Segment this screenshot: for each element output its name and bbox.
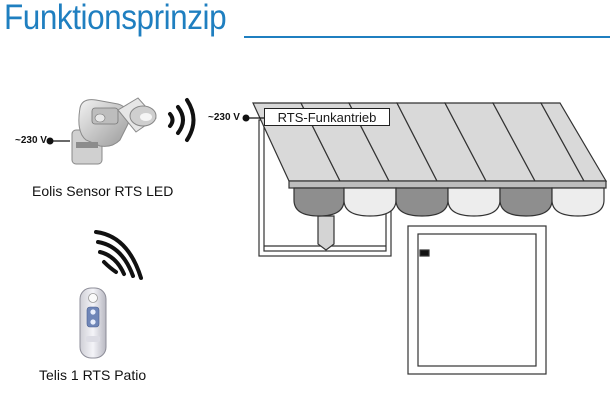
awning-valance xyxy=(293,187,605,217)
wind-sun-sensor-icon xyxy=(71,97,157,165)
sensor-power-connector xyxy=(46,137,70,145)
remote-name-label: Telis 1 RTS Patio xyxy=(39,367,147,383)
sensor-name-label: Eolis Sensor RTS LED xyxy=(32,183,174,199)
motor-voltage-label: ~230 V xyxy=(208,112,240,123)
awning-drain xyxy=(317,215,335,251)
remote-control-icon xyxy=(79,287,107,359)
title-underline xyxy=(244,36,610,38)
sensor-signal-icon xyxy=(168,98,196,142)
sensor-voltage-label: ~230 V xyxy=(15,135,47,146)
awning-front-beam xyxy=(288,180,607,189)
motor-power-connector xyxy=(242,114,264,122)
page-title: Funktionsprinzip xyxy=(4,0,227,37)
motor-label-box: RTS-Funkantrieb xyxy=(264,108,390,126)
remote-signal-icon xyxy=(94,230,143,280)
awning-right-frame xyxy=(407,225,547,375)
awning-handle xyxy=(419,249,430,257)
awning-icon xyxy=(252,102,608,375)
